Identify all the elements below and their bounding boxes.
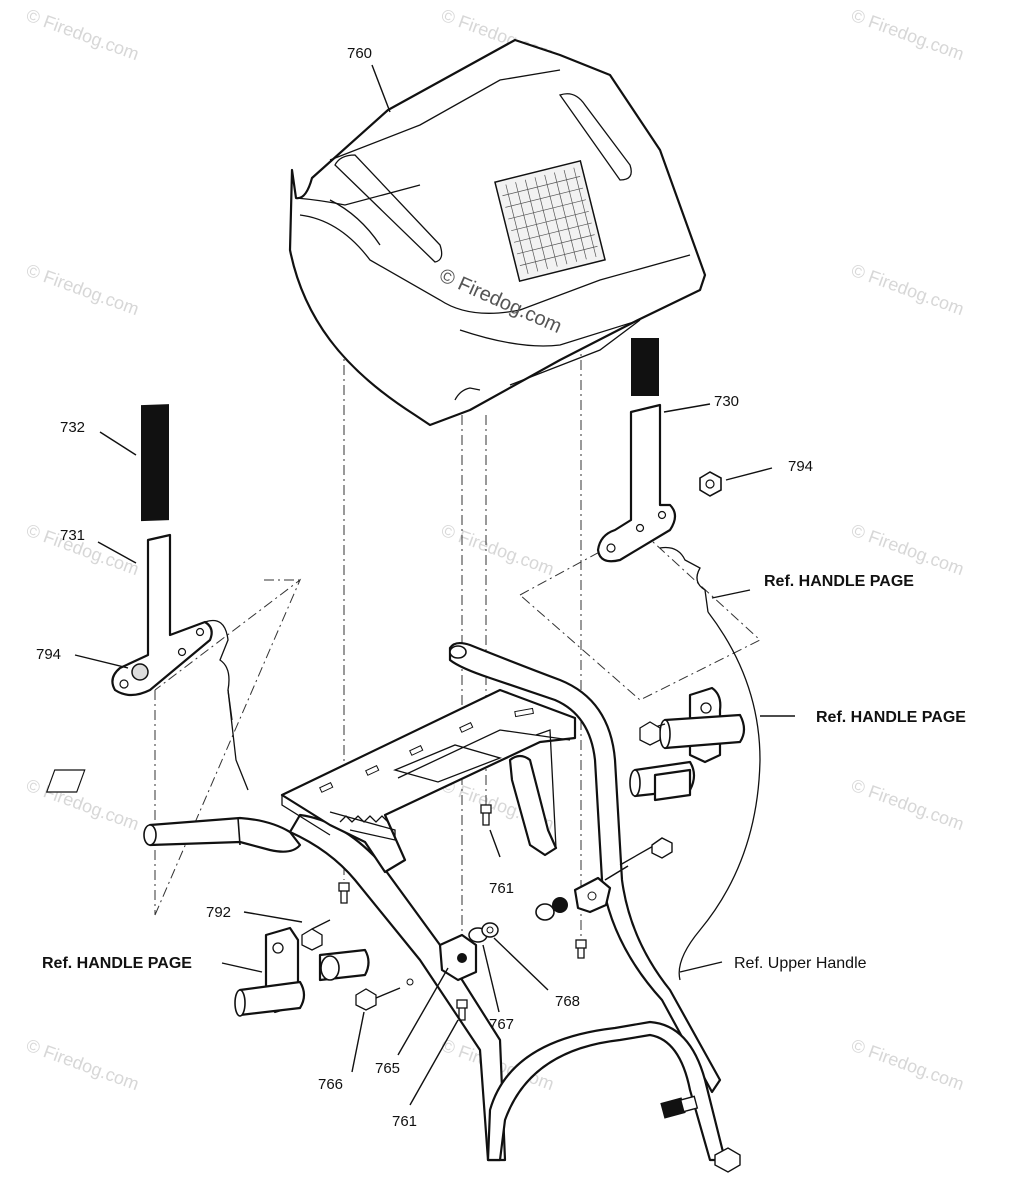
ref-handle-page-left: Ref. HANDLE PAGE	[42, 955, 192, 972]
callout-731: 731	[60, 527, 85, 544]
ref-handle-page-right: Ref. HANDLE PAGE	[816, 709, 966, 726]
watermark: © Firedog.com	[24, 260, 142, 319]
watermark: © Firedog.com	[849, 775, 967, 834]
watermark: © Firedog.com	[439, 520, 557, 579]
callout-730: 730	[714, 393, 739, 410]
callout-765: 765	[375, 1060, 400, 1077]
watermark: © Firedog.com	[24, 1035, 142, 1094]
callout-766: 766	[318, 1076, 343, 1093]
callout-792: 792	[206, 904, 231, 921]
left-handle-parts	[111, 404, 249, 791]
watermark: © Firedog.com	[849, 520, 967, 579]
callout-732: 732	[60, 419, 85, 436]
callout-761-upper: 761	[489, 880, 514, 897]
watermark: © Firedog.com	[24, 775, 142, 834]
upper-handle	[143, 641, 741, 1173]
watermark: © Firedog.com	[849, 1035, 967, 1094]
callout-761-lower: 761	[392, 1113, 417, 1130]
watermark: © Firedog.com	[849, 5, 967, 64]
ref-handle-page-right-upper: Ref. HANDLE PAGE	[764, 573, 914, 590]
leader-lines	[74, 64, 795, 1106]
ref-upper-handle: Ref. Upper Handle	[734, 955, 867, 972]
dash-panel-cover: © Firedog.com	[288, 38, 707, 427]
watermark: © Firedog.com	[849, 260, 967, 319]
callout-794-left: 794	[36, 646, 61, 663]
left-pivot-bracket	[234, 919, 414, 1017]
control-bracket	[45, 688, 577, 874]
right-pivot-bracket	[629, 686, 746, 802]
callout-794-right: 794	[788, 458, 813, 475]
callout-labels: 760 732 731 794 730 794 761 792 767 768 …	[36, 45, 813, 1130]
watermark: © Firedog.com	[24, 5, 142, 64]
fasteners	[338, 804, 673, 1021]
reference-labels: Ref. HANDLE PAGE Ref. HANDLE PAGE Ref. H…	[42, 573, 966, 972]
callout-767: 767	[489, 1016, 514, 1033]
control-cable	[678, 611, 761, 981]
callout-768: 768	[555, 993, 580, 1010]
callout-760: 760	[347, 45, 372, 62]
right-handle-parts	[596, 338, 722, 613]
